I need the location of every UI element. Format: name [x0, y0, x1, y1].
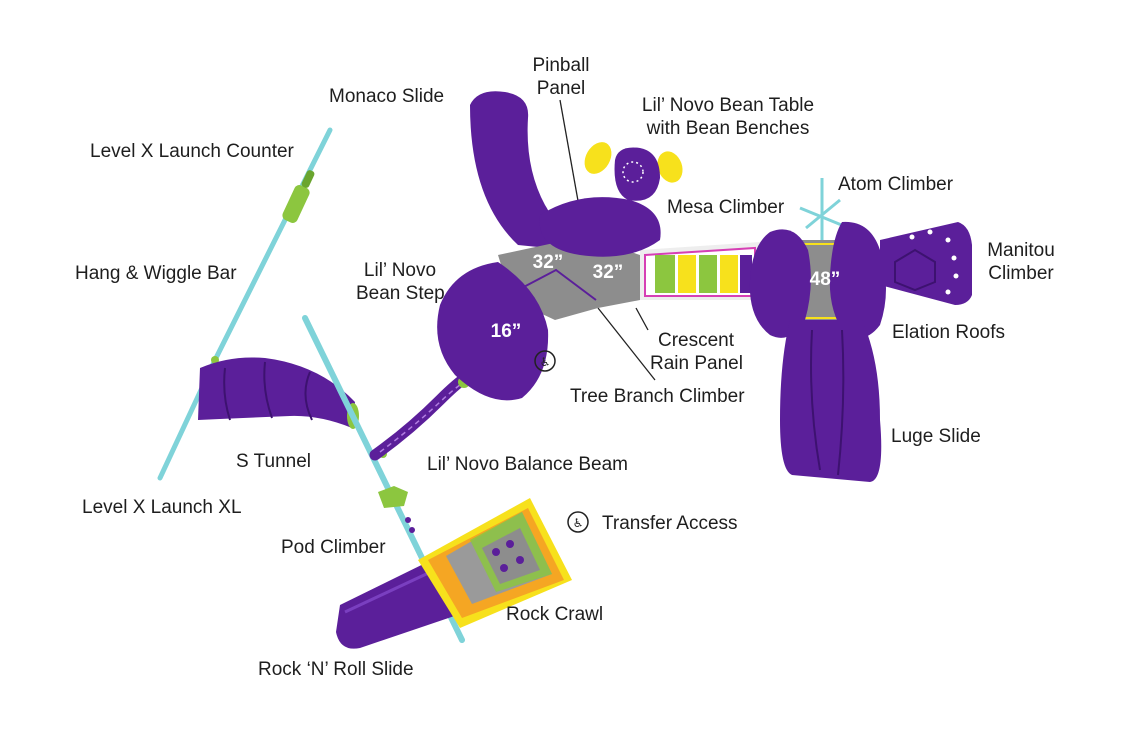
label-rock-n-roll-slide: Rock ‘N’ Roll Slide: [258, 659, 414, 680]
label-level-x-launch-xl: Level X Launch XL: [82, 497, 242, 518]
label-s-tunnel: S Tunnel: [236, 451, 311, 472]
deck-height-32a: 32”: [533, 252, 564, 273]
crescent-rain-panel-line1: Crescent: [657, 330, 735, 351]
leader-lines: [559, 99, 656, 381]
pinball-panel-shape: [539, 197, 661, 257]
deck-area: [498, 240, 760, 320]
crescent-rain-panel-line2: Rain Panel: [650, 353, 743, 374]
manitou-line2: Climber: [988, 263, 1054, 284]
deck-height-32b: 32”: [593, 262, 624, 283]
label-lil-novo-bean-step: Lil’ Novo Bean Step: [356, 259, 445, 305]
label-atom-climber: Atom Climber: [838, 174, 954, 195]
bean-step-shape: [437, 262, 549, 401]
bean-table-line1: Lil’ Novo Bean Table: [641, 95, 815, 116]
label-hang-wiggle-bar: Hang & Wiggle Bar: [75, 263, 237, 284]
luge-slide-shape: [780, 320, 882, 482]
manitou-line1: Manitou: [987, 240, 1055, 261]
manitou-climber-shape: [880, 222, 972, 305]
label-transfer-access: Transfer Access: [602, 513, 738, 534]
label-pod-climber: Pod Climber: [281, 537, 386, 558]
crescent-leader: [635, 307, 649, 331]
label-crescent-rain-panel: Crescent Rain Panel: [650, 329, 743, 375]
tree-branch-leader: [597, 307, 656, 381]
pinball-panel-line2: Panel: [536, 78, 586, 99]
bean-step-line2: Bean Step: [356, 283, 445, 304]
label-rock-crawl: Rock Crawl: [506, 604, 604, 625]
svg-text:♿: ♿: [540, 355, 551, 369]
label-level-x-launch-counter: Level X Launch Counter: [90, 141, 294, 162]
label-mesa-climber: Mesa Climber: [667, 197, 785, 218]
bean-table-line2: with Bean Benches: [646, 118, 810, 139]
label-bean-table: Lil’ Novo Bean Table with Bean Benches: [632, 94, 824, 140]
label-luge-slide: Luge Slide: [891, 426, 981, 447]
deck-height-48: 48”: [810, 269, 841, 290]
label-elation-roofs: Elation Roofs: [892, 322, 1006, 343]
label-pinball-panel: Pinball Panel: [526, 54, 596, 100]
atom-climber-shape: [799, 178, 845, 240]
label-tree-branch-climber: Tree Branch Climber: [570, 386, 745, 407]
balance-beam-shape: [369, 372, 471, 461]
transfer-access-icon-deck: ♿: [534, 350, 556, 372]
tower-48-shape: [749, 221, 886, 339]
rock-crawl-shape: [418, 498, 572, 628]
level-x-launch-counter-structure: [212, 127, 333, 363]
transfer-access-icon-legend: ♿: [567, 511, 589, 533]
label-monaco-slide: Monaco Slide: [329, 86, 445, 107]
pinball-leader: [559, 99, 581, 213]
pod-climber-shape: [378, 486, 408, 508]
svg-text:♿: ♿: [573, 516, 584, 530]
label-lil-novo-balance-beam: Lil’ Novo Balance Beam: [427, 454, 629, 475]
bean-step-line1: Lil’ Novo: [363, 260, 437, 281]
label-manitou-climber: Manitou Climber: [980, 239, 1062, 285]
deck-height-16: 16”: [491, 321, 522, 342]
s-tunnel-shape: [198, 357, 359, 429]
monaco-slide-shape: [470, 91, 554, 248]
pinball-panel-line1: Pinball: [532, 55, 590, 76]
bean-table-shape: [584, 142, 683, 201]
